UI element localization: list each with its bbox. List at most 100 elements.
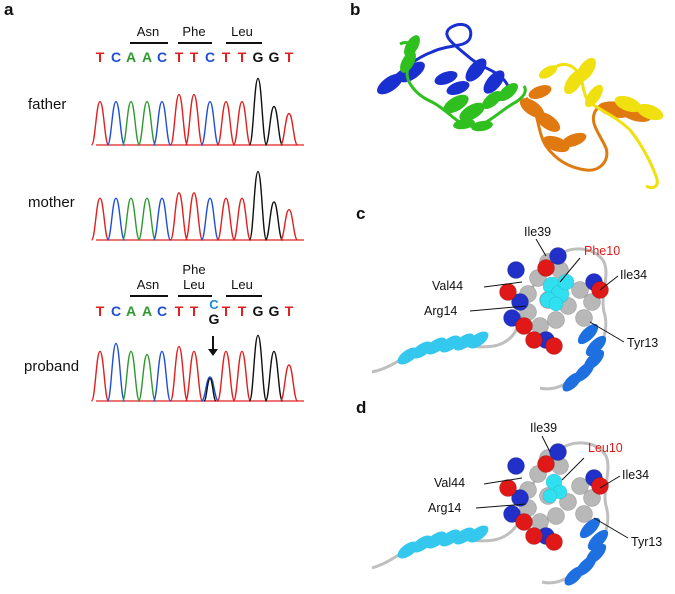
mother-peak-13 bbox=[279, 208, 299, 241]
label-arg14-c: Arg14 bbox=[424, 304, 458, 318]
codon-label-asn: Asn bbox=[136, 24, 160, 39]
seq-bottom-base-12: G bbox=[268, 303, 280, 319]
seq-top-base-6: T bbox=[174, 49, 184, 65]
mother-peak-4 bbox=[137, 197, 157, 241]
codon-bar-leu-proband bbox=[226, 295, 262, 297]
d-residue10-atom-3 bbox=[542, 488, 558, 504]
father-peak-2 bbox=[106, 100, 126, 146]
mother-peak-5 bbox=[152, 197, 172, 241]
seq-bottom-base-11: G bbox=[252, 303, 264, 319]
seq-top-base-9: T bbox=[221, 49, 231, 65]
sample-label-father: father bbox=[28, 96, 67, 113]
c-atom-15 bbox=[503, 309, 521, 327]
label-ile34-c: Ile34 bbox=[620, 268, 648, 282]
mother-peak-10 bbox=[232, 197, 252, 241]
label-tyr13-c: Tyr13 bbox=[627, 336, 659, 350]
seq-bottom-base-9: T bbox=[221, 303, 231, 319]
proband-peak-6 bbox=[169, 345, 189, 402]
father-peak-3 bbox=[121, 100, 141, 146]
label-tyr13-d: Tyr13 bbox=[631, 535, 663, 549]
codon-bar-asn-proband bbox=[130, 295, 168, 297]
seq-top-base-2: C bbox=[110, 49, 122, 65]
seq-top-base-8: C bbox=[204, 49, 216, 65]
variant-alt-base: G bbox=[208, 311, 220, 327]
mother-peak-12 bbox=[264, 201, 284, 241]
variant-arrow-icon bbox=[208, 336, 218, 356]
seq-top-base-12: G bbox=[268, 49, 280, 65]
seq-top-base-1: T bbox=[95, 49, 105, 65]
c-atom-6 bbox=[547, 311, 565, 329]
ribbon-green-chain bbox=[399, 35, 527, 132]
panel-d-letter: d bbox=[356, 398, 367, 417]
father-peak-13 bbox=[279, 112, 299, 146]
panel-b-letter: b bbox=[350, 0, 361, 19]
label-leaders-c bbox=[469, 238, 625, 343]
helix-blue-d bbox=[564, 517, 609, 586]
mother-peak-6 bbox=[169, 192, 189, 241]
c-residue10-atom-5 bbox=[548, 296, 564, 312]
label-ile34-d: Ile34 bbox=[622, 468, 650, 482]
label-ile39-d: Ile39 bbox=[530, 421, 558, 435]
seq-top-base-13: T bbox=[284, 49, 294, 65]
father-peak-1 bbox=[90, 100, 110, 146]
father-peak-6 bbox=[169, 93, 189, 146]
seq-top-base-11: G bbox=[252, 49, 264, 65]
father-peak-4 bbox=[137, 100, 157, 146]
father-peak-9 bbox=[216, 100, 236, 146]
panel-a-letter: a bbox=[4, 0, 14, 19]
ribbon-yellow-chain bbox=[538, 57, 664, 190]
codon-bar-phe-proband bbox=[178, 295, 212, 297]
mother-peak-1 bbox=[90, 197, 110, 241]
seq-bottom-base-6: T bbox=[174, 303, 184, 319]
label-leu10-d: Leu10 bbox=[588, 441, 623, 455]
d-atom-20 bbox=[537, 455, 555, 473]
codon-label-leu-proband: Leu bbox=[231, 277, 253, 292]
helix-cyan-c bbox=[397, 331, 489, 365]
chromatogram-mother bbox=[90, 170, 304, 241]
c-atom-17 bbox=[549, 247, 567, 265]
codon-label-leu-proband-mut: Leu bbox=[183, 277, 205, 292]
sample-label-mother: mother bbox=[28, 194, 75, 211]
proband-peak-9 bbox=[216, 350, 236, 402]
father-peak-5 bbox=[152, 100, 172, 146]
d-atom-23 bbox=[545, 533, 563, 551]
seq-bottom-base-3: A bbox=[125, 303, 137, 319]
proband-peak-3 bbox=[121, 350, 141, 402]
father-peak-12 bbox=[264, 105, 284, 146]
father-peak-10 bbox=[232, 100, 252, 146]
proband-peak-10 bbox=[232, 350, 252, 402]
seq-bottom-base-4: A bbox=[141, 303, 153, 319]
variant-ref-base: C bbox=[209, 297, 219, 312]
mother-peak-8 bbox=[200, 197, 220, 241]
seq-bottom-base-5: C bbox=[156, 303, 168, 319]
proband-peak-8-alt bbox=[203, 377, 217, 402]
helix-blue-c bbox=[562, 323, 607, 392]
mother-peak-2 bbox=[106, 197, 126, 241]
helix-cyan-d bbox=[397, 525, 489, 559]
codon-bar-phe bbox=[178, 42, 212, 44]
d-atom-6 bbox=[547, 507, 565, 525]
seq-top-base-7: T bbox=[189, 49, 199, 65]
proband-peak-2 bbox=[106, 342, 126, 402]
codon-label-leu: Leu bbox=[231, 24, 253, 39]
c-atom-13 bbox=[507, 261, 525, 279]
d-atom-21 bbox=[591, 477, 609, 495]
codon-label-asn-proband: Asn bbox=[136, 277, 160, 292]
sample-label-proband: proband bbox=[24, 358, 80, 375]
d-atom-8 bbox=[571, 477, 589, 495]
proband-peak-5 bbox=[152, 350, 172, 402]
codon-bar-leu bbox=[226, 42, 262, 44]
codon-label-phe-proband: Phe bbox=[182, 262, 206, 277]
proband-peak-1 bbox=[90, 350, 110, 402]
d-atom-19 bbox=[499, 479, 517, 497]
chromatogram-proband bbox=[90, 334, 304, 402]
c-atom-8 bbox=[571, 281, 589, 299]
seq-bottom-base-13: T bbox=[284, 303, 294, 319]
father-peak-11 bbox=[248, 77, 268, 146]
proband-peak-13 bbox=[279, 364, 299, 402]
seq-top-base-4: A bbox=[141, 49, 153, 65]
proband-peak-12 bbox=[264, 350, 284, 402]
